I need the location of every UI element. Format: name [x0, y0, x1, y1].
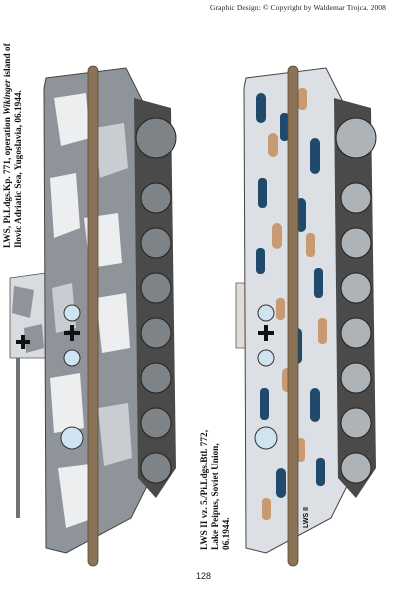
page-number: 128	[196, 571, 212, 581]
log-beam	[87, 65, 99, 567]
right-vehicle-illustration: LWS II	[206, 28, 386, 568]
balkenkreuz-icon	[258, 325, 274, 341]
vehicle-marking: LWS II	[303, 507, 310, 528]
left-vehicle-illustration	[6, 28, 186, 568]
left-vehicle-svg	[9, 65, 177, 567]
balkenkreuz-icon	[64, 325, 80, 341]
right-vehicle-svg: LWS II	[235, 65, 377, 567]
copyright-credit: Graphic Design: © Copyright by Waldemar …	[210, 3, 386, 12]
balkenkreuz-icon	[16, 335, 30, 349]
log-beam	[287, 65, 299, 567]
gun-barrel	[16, 318, 20, 518]
